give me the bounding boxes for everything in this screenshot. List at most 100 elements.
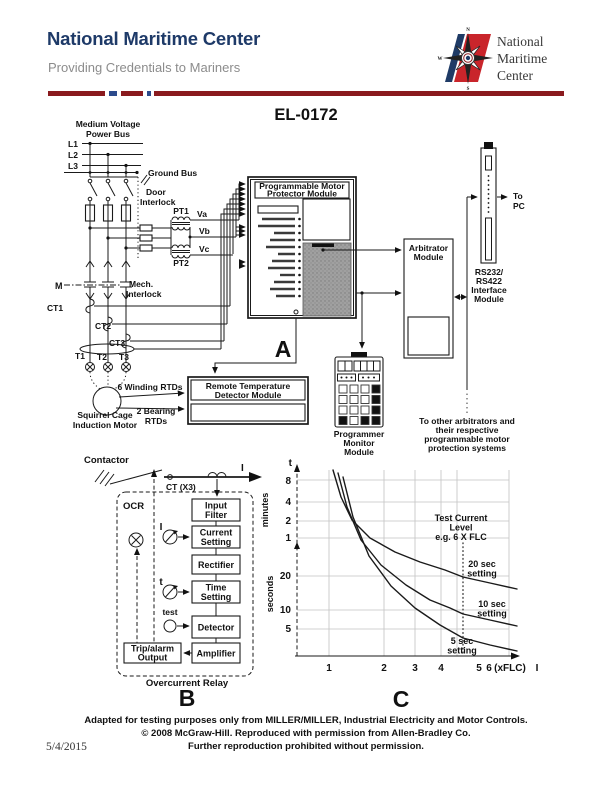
keypad-key	[349, 416, 359, 425]
seal-wordmark-line: Center	[497, 68, 533, 83]
label-vb: Vb	[199, 226, 210, 236]
label-letter-a: A	[275, 336, 292, 362]
seal-wordmark-line: Maritime	[497, 51, 548, 66]
terminal-dot	[298, 252, 301, 256]
divider-segment	[147, 91, 151, 96]
label-5sec: setting	[447, 646, 477, 656]
ct1-icon	[85, 298, 95, 314]
keypad-key	[371, 416, 381, 425]
label-ct3: CT3	[109, 338, 125, 348]
terminal-dot	[298, 287, 301, 291]
terminal-dot	[298, 266, 301, 270]
label-rectifier: Rectifier	[198, 560, 235, 570]
label-bearing-rtds: 2 Bearing	[137, 406, 176, 416]
terminal-dot	[298, 217, 301, 221]
programmer-keys	[338, 384, 381, 425]
label-t3: T3	[119, 352, 129, 362]
label-letter-b: B	[179, 685, 196, 711]
label-protector-module: Protector Module	[267, 189, 337, 199]
page-title: National Maritime Center	[47, 28, 261, 49]
label-trip-output: Trip/alarm	[131, 644, 174, 654]
ytick: 10	[280, 605, 292, 616]
current-transformers	[79, 298, 230, 355]
module-keypad-area	[302, 242, 352, 317]
disconnects-and-fuses	[84, 178, 134, 282]
chart-grid	[297, 470, 510, 656]
terminal-dot	[298, 280, 301, 284]
keypad-key	[371, 405, 381, 415]
xtick: 2	[381, 663, 387, 674]
label-ct1: CT1	[47, 303, 63, 313]
label-current: I	[241, 463, 244, 474]
programmer-monitor-module: Programmer Monitor Module	[334, 352, 385, 457]
label-test: test	[162, 607, 177, 617]
terminal-dot	[298, 294, 301, 298]
rs232-connector	[484, 142, 493, 149]
label-letter-c: C	[393, 686, 410, 712]
label-to-pc: To	[513, 191, 523, 201]
label-rtd-module: Detector Module	[215, 390, 282, 400]
keypad-key	[338, 416, 348, 425]
pt-taps	[88, 224, 171, 252]
label-input-filter: Input	[205, 501, 227, 511]
ct-coil-icon	[207, 472, 227, 478]
divider-segment	[109, 91, 117, 96]
xtick: 6	[486, 663, 492, 674]
label-time-setting: Setting	[201, 592, 232, 602]
bus-lines	[64, 141, 151, 258]
input-wire	[226, 201, 246, 324]
chart-curves	[332, 469, 518, 652]
pt-transformers	[170, 216, 239, 259]
keypad-key	[360, 384, 370, 394]
keypad-key	[349, 405, 359, 415]
bearing-rtd-line	[115, 405, 185, 412]
label-rs232: RS232/	[475, 267, 504, 277]
label-bearing-rtds: RTDs	[145, 416, 167, 426]
label-detector: Detector	[198, 623, 235, 633]
label-door-interlock: Door	[146, 187, 167, 197]
protector-module: Programmable Motor Protector Module	[247, 176, 357, 319]
label-pt2: PT2	[173, 258, 189, 268]
seal-wordmark-line: National	[497, 34, 544, 49]
input-wire	[229, 196, 246, 306]
label-seconds: seconds	[265, 576, 275, 613]
label-motor: Squirrel Cage	[77, 410, 133, 420]
ytick: 2	[285, 516, 291, 527]
label-i-axis: I	[536, 663, 539, 674]
label-programmer: Module	[344, 447, 374, 457]
label-20sec: 20 sec	[468, 559, 496, 569]
ytick: 1	[285, 533, 291, 544]
winding-rtd-line	[118, 390, 185, 398]
label-pt1: PT1	[173, 206, 189, 216]
time-knob-icon	[162, 584, 178, 600]
label-rs232: Module	[474, 294, 504, 304]
label-l1: L1	[68, 139, 78, 149]
label-other-systems: programmable motor	[424, 434, 510, 444]
ct3-icon	[121, 333, 131, 349]
curve-20-sec-setting	[332, 469, 518, 590]
divider-segment	[48, 91, 105, 96]
keypad-key	[371, 384, 381, 394]
terminal-dot	[298, 245, 301, 249]
keypad-key	[360, 395, 370, 404]
label-programmer: Monitor	[343, 438, 375, 448]
label-10sec: 10 sec	[478, 599, 506, 609]
keypad-key	[371, 395, 381, 404]
terminal-dot	[298, 238, 301, 242]
label-l3: L3	[68, 161, 78, 171]
pt2-coil-icon	[171, 244, 191, 249]
label-rs232: Interface	[471, 285, 507, 295]
footer-credit: Adapted for testing purposes only from M…	[0, 714, 612, 753]
module-to-rtd-line	[212, 318, 297, 374]
keypad-key	[349, 384, 359, 394]
document-code: EL-0172	[274, 106, 338, 124]
label-mech-interlock: Mech.	[129, 279, 153, 289]
terminal-dot	[298, 273, 301, 277]
document-date: 5/4/2015	[46, 741, 87, 753]
label-motor: Induction Motor	[73, 420, 138, 430]
terminal-dot	[298, 259, 301, 263]
compass-n: N	[466, 28, 470, 33]
keypad-key	[349, 395, 359, 404]
divider-segment	[154, 91, 564, 96]
arbitrator-module: Arbitrator Module	[403, 238, 454, 359]
